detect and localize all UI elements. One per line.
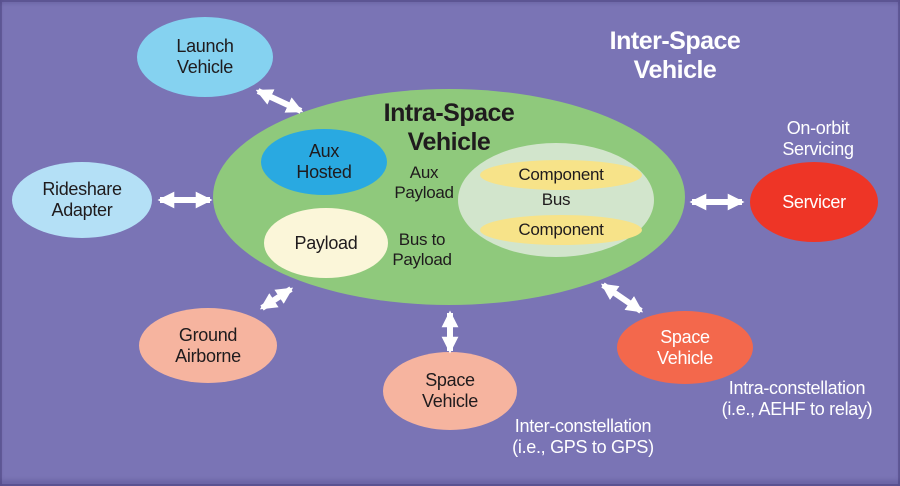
intra-space-title-line1: Intra-Space xyxy=(383,99,515,127)
intra-constellation-caption: Intra-constellation (i.e., AEHF to relay… xyxy=(692,378,900,420)
bus-to-payload-line2: Payload xyxy=(392,250,452,269)
ground-airborne-line1: Ground xyxy=(178,324,238,345)
servicer-node: Servicer xyxy=(750,162,878,242)
on-orbit-line1: On-orbit xyxy=(786,118,850,138)
space-vehicle-right-line1: Space xyxy=(660,326,710,347)
ground-airborne-line2: Airborne xyxy=(175,345,241,366)
launch-vehicle-line1: Launch xyxy=(176,36,234,56)
bus-to-payload-line1: Bus to xyxy=(398,230,446,249)
aux-payload-line1: Aux xyxy=(409,163,439,182)
launch-vehicle-node: Launch Vehicle xyxy=(137,17,273,97)
space-vehicle-bottom-line2: Vehicle xyxy=(422,391,478,411)
aux-payload-annotation: Aux Payload xyxy=(384,163,464,203)
space-vehicle-right-line2: Vehicle xyxy=(657,347,713,368)
on-orbit-servicing-caption: On-orbit Servicing xyxy=(756,118,880,160)
arrow-space-vehicle-right xyxy=(600,282,644,314)
ground-airborne-node: Ground Airborne xyxy=(139,308,277,383)
aux-hosted-label-line1: Aux xyxy=(308,141,340,161)
arrow-launch-vehicle xyxy=(255,88,304,114)
servicer-label: Servicer xyxy=(782,191,846,212)
bus-label: Bus xyxy=(506,190,606,210)
bus-label-text: Bus xyxy=(541,190,571,209)
inter-constellation-caption: Inter-constellation (i.e., GPS to GPS) xyxy=(478,416,688,458)
rideshare-adapter-line1: Rideshare xyxy=(42,179,122,199)
rideshare-adapter-line2: Adapter xyxy=(51,200,113,220)
on-orbit-line2: Servicing xyxy=(782,139,854,159)
space-vehicle-bottom-node: Space Vehicle xyxy=(383,352,517,430)
inter-space-vehicle-title: Inter-Space Vehicle xyxy=(565,27,785,85)
inter-space-title-line1: Inter-Space xyxy=(609,27,741,55)
space-vehicle-right-node: Space Vehicle xyxy=(617,311,753,384)
launch-vehicle-line2: Vehicle xyxy=(177,57,233,77)
payload-node: Payload xyxy=(264,208,388,278)
rideshare-adapter-node: Rideshare Adapter xyxy=(12,162,152,238)
component-bottom-label: Component xyxy=(518,220,604,239)
space-vehicle-bottom-line1: Space xyxy=(425,370,475,390)
inter-space-title-line2: Vehicle xyxy=(633,56,717,84)
component-top-node: Component xyxy=(480,160,642,190)
aux-payload-line2: Payload xyxy=(394,183,454,202)
component-top-label: Component xyxy=(518,165,604,184)
component-bottom-node: Component xyxy=(480,215,642,245)
arrow-ground-airborne xyxy=(259,286,294,311)
aux-hosted-label-line2: Hosted xyxy=(296,162,352,182)
payload-label: Payload xyxy=(294,232,358,253)
intra-space-title-line2: Vehicle xyxy=(407,128,491,156)
inter-constellation-line2: (i.e., GPS to GPS) xyxy=(512,437,654,457)
bus-to-payload-annotation: Bus to Payload xyxy=(382,230,462,270)
inter-constellation-line1: Inter-constellation xyxy=(514,416,652,436)
intra-constellation-line2: (i.e., AEHF to relay) xyxy=(721,399,873,419)
intra-space-vehicle-title: Intra-Space Vehicle xyxy=(339,99,559,157)
intra-constellation-line1: Intra-constellation xyxy=(728,378,866,398)
aux-hosted-node: Aux Hosted xyxy=(261,129,387,195)
